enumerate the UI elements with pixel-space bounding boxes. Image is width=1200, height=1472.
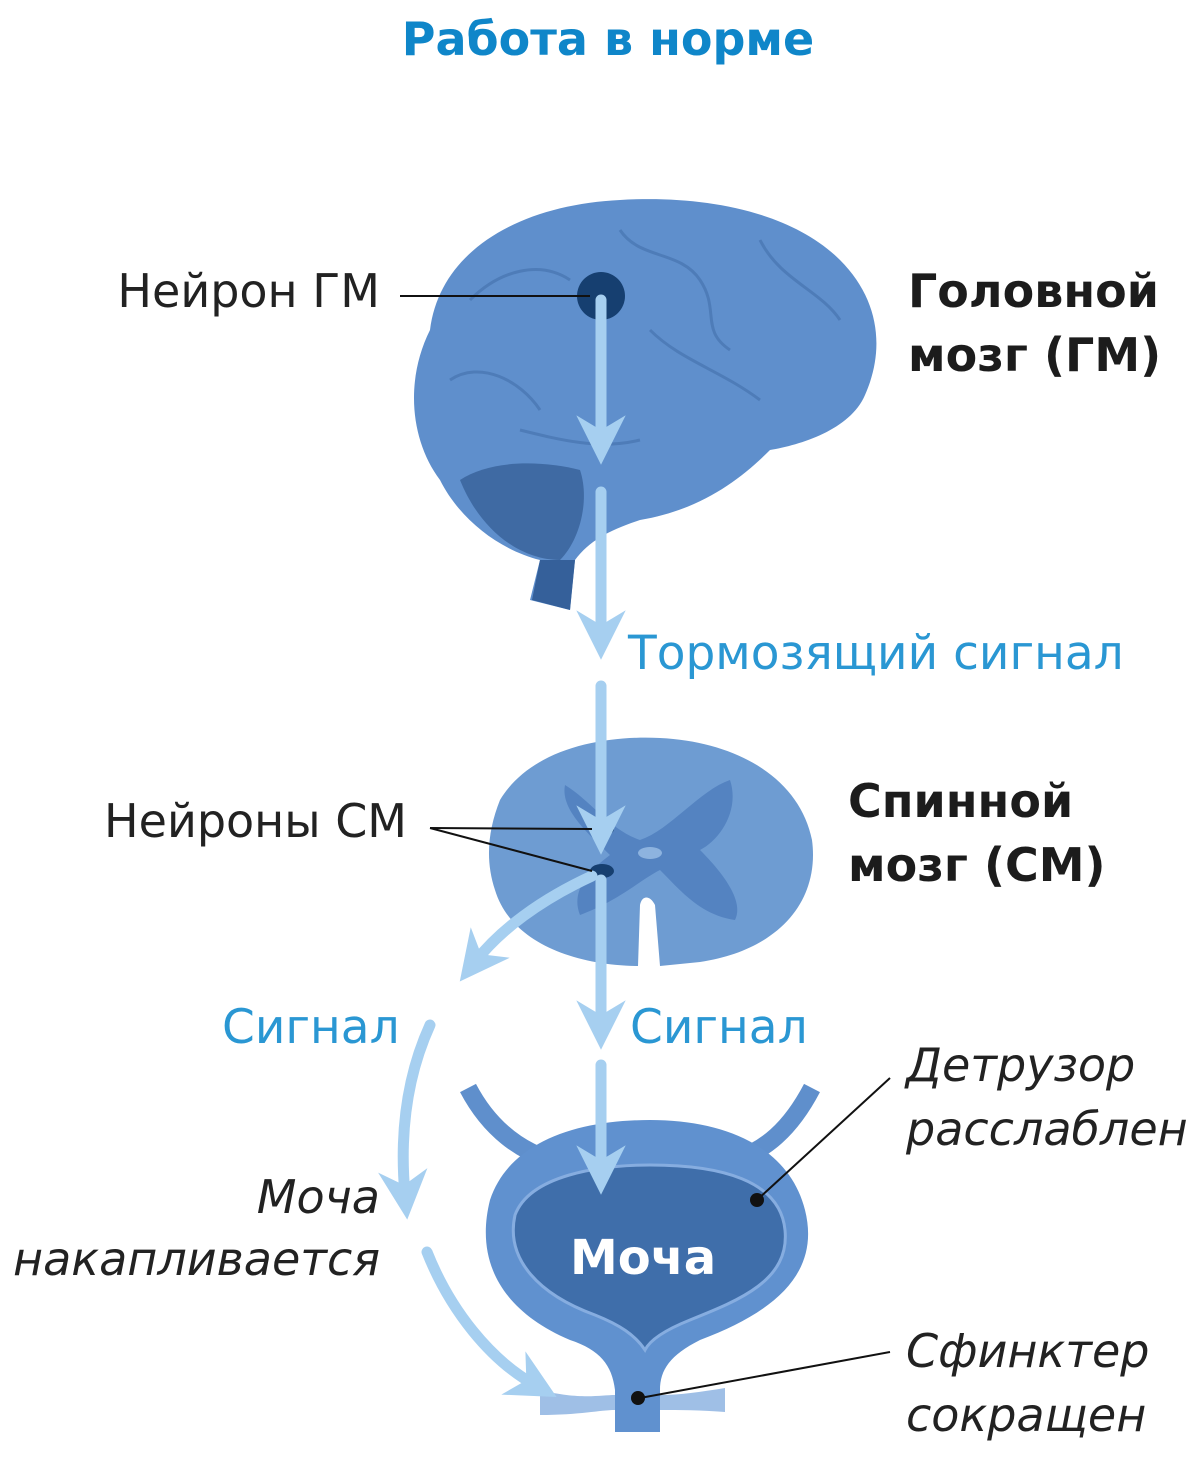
inhibitory-signal-label: Тормозящий сигнал [628, 626, 1124, 681]
brain-label-line1: Головной [908, 264, 1159, 318]
brain-label-line2: мозг (ГМ) [908, 328, 1162, 382]
urine-accumulates-line1: Моча [256, 1170, 380, 1224]
signal-left-label: Сигнал [222, 1000, 400, 1055]
arrow-to-sphincter [421, 1246, 557, 1398]
brain-illustration [413, 199, 877, 610]
signal-right-label: Сигнал [630, 1000, 808, 1055]
arrow-signal-left [459, 870, 598, 982]
signal-arrows [378, 294, 626, 1398]
bladder-illustration [460, 1083, 820, 1432]
detrusor-label-line2: расслаблен [906, 1102, 1188, 1156]
page-title: Работа в норме [401, 12, 815, 66]
spinal-neurons-label: Нейроны СМ [104, 794, 407, 848]
spinal-cord-illustration [488, 737, 814, 966]
brain-neuron-label: Нейрон ГМ [117, 264, 380, 318]
urine-label: Моча [570, 1230, 717, 1286]
sphincter-label-line2: сокращен [906, 1388, 1147, 1442]
sphincter-label-line1: Сфинктер [906, 1324, 1150, 1378]
arrow-curve-left [378, 1019, 436, 1220]
spinal-cord-label-line2: мозг (СМ) [848, 838, 1106, 892]
detrusor-label-line1: Детрузор [906, 1038, 1136, 1092]
leader-lines [400, 295, 891, 1399]
spinal-cord-label-line1: Спинной [848, 774, 1074, 828]
urine-accumulates-line2: накапливается [13, 1232, 380, 1286]
